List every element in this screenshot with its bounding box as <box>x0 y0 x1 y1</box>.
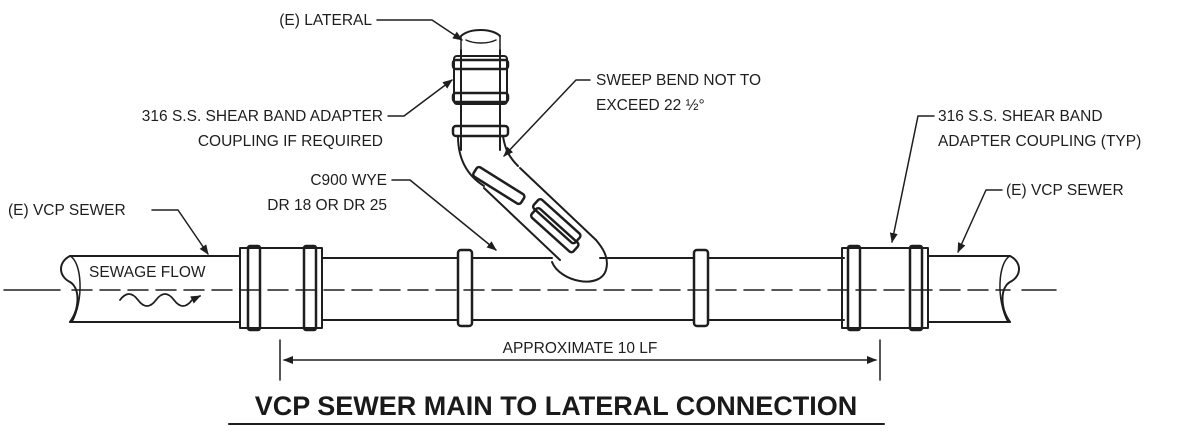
leader-lateral <box>376 19 463 41</box>
shear-band-coupling-right <box>841 244 929 332</box>
lateral-shear-band-coupling <box>451 55 510 105</box>
wye-branch <box>483 167 608 283</box>
new-pipe-segment-1 <box>321 257 459 321</box>
leader-wye <box>391 179 497 251</box>
leader-sweep-bend <box>503 79 591 157</box>
label-sweep-bend-1: SWEEP BEND NOT TO <box>596 72 761 89</box>
label-wye-1: C900 WYE <box>310 172 387 189</box>
wye-coupling-left <box>456 248 474 328</box>
leader-shear-band-typ <box>889 115 935 243</box>
label-sewage-flow: SEWAGE FLOW <box>89 264 206 281</box>
wye-coupling-right <box>692 248 710 328</box>
label-shear-band-required-1: 316 S.S. SHEAR BAND ADAPTER <box>142 108 383 125</box>
sweep-bend <box>451 124 526 206</box>
label-vcp-left: (E) VCP SEWER <box>8 202 126 219</box>
dimension-line <box>279 339 881 381</box>
leader-vcp-left <box>151 209 209 255</box>
leader-vcp-right <box>957 189 1003 253</box>
label-dimension: APPROXIMATE 10 LF <box>503 340 658 357</box>
c900-wye <box>471 257 695 321</box>
label-lateral: (E) LATERAL <box>279 12 372 29</box>
label-shear-band-required-2: COUPLING IF REQUIRED <box>198 133 383 150</box>
existing-vcp-right <box>927 255 1020 323</box>
leader-shear-band-required <box>387 79 453 117</box>
label-vcp-right: (E) VCP SEWER <box>1006 182 1124 199</box>
sewage-flow-arrow <box>119 293 201 307</box>
existing-lateral-pipe <box>460 29 501 151</box>
diagram-title: VCP SEWER MAIN TO LATERAL CONNECTION <box>255 391 858 421</box>
existing-vcp-left <box>60 255 241 323</box>
label-shear-band-typ-1: 316 S.S. SHEAR BAND <box>938 108 1103 125</box>
shear-band-coupling-left <box>239 244 323 332</box>
label-shear-band-typ-2: ADAPTER COUPLING (TYP) <box>938 133 1141 150</box>
label-sweep-bend-2: EXCEED 22 ½° <box>596 97 705 114</box>
new-pipe-segment-2 <box>707 257 845 321</box>
label-wye-2: DR 18 OR DR 25 <box>267 197 387 214</box>
